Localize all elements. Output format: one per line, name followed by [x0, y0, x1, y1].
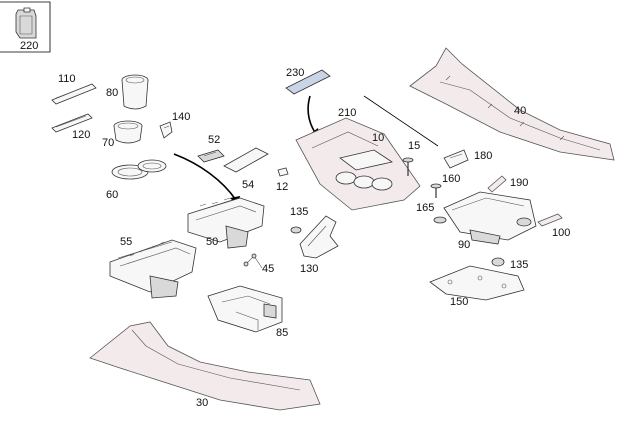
label-135-lower: 135: [510, 259, 528, 271]
label-165: 165: [416, 202, 434, 214]
label-120: 120: [72, 129, 90, 141]
label-52: 52: [208, 134, 220, 146]
part-230-pad: 230: [285, 67, 331, 95]
label-220: 220: [20, 40, 38, 52]
part-160-screw: 160: [430, 173, 460, 198]
part-120-trim-strip: 120: [51, 113, 93, 141]
label-30: 30: [196, 397, 208, 409]
part-52-switch: 52: [197, 134, 225, 163]
label-130: 130: [300, 263, 318, 275]
part-180-clip: 180: [443, 149, 492, 169]
leader-arrow-to-50: [173, 153, 240, 206]
label-45: 45: [262, 263, 274, 275]
label-100: 100: [552, 227, 570, 239]
label-55: 55: [120, 236, 132, 248]
part-130-bracket: 130: [299, 215, 339, 275]
part-135-nut-lower: 135: [491, 257, 528, 271]
part-50-control-unit: 50: [187, 197, 265, 249]
part-150-mounting-plate: 150: [429, 265, 525, 308]
label-70: 70: [102, 137, 114, 149]
label-54: 54: [242, 179, 254, 191]
part-80-cup-insert: 80: [106, 74, 149, 110]
part-220-clip: 220: [0, 1, 51, 53]
label-40: 40: [514, 105, 526, 117]
part-85-bracket: 85: [207, 285, 288, 339]
part-55-control-unit: 55: [109, 236, 197, 299]
label-12: 12: [276, 181, 288, 193]
part-60-cup-holder-ring: 60: [106, 159, 167, 201]
label-180: 180: [474, 150, 492, 162]
part-100-pad: 100: [537, 213, 570, 239]
label-90: 90: [458, 239, 470, 251]
part-30-floor-trim: 30: [89, 321, 321, 411]
label-230: 230: [286, 67, 304, 79]
label-190: 190: [510, 177, 528, 189]
label-80: 80: [106, 87, 118, 99]
label-110: 110: [58, 73, 76, 85]
part-10-console-trim: 10: [295, 117, 421, 211]
part-90-console-housing: 90: [443, 191, 537, 251]
part-70-cup-ring: 70: [102, 120, 143, 149]
part-54-cover: 54: [223, 147, 269, 191]
part-135-nut-upper: 135: [290, 206, 308, 234]
label-210: 210: [338, 107, 356, 119]
part-45-cable: 45: [243, 253, 274, 275]
label-135-upper: 135: [290, 206, 308, 218]
label-50: 50: [206, 236, 218, 248]
label-85: 85: [276, 327, 288, 339]
part-40-side-trim: 40: [409, 47, 615, 161]
part-210-line: 210: [338, 95, 439, 147]
label-60: 60: [106, 189, 118, 201]
label-15: 15: [408, 140, 420, 152]
part-165-nut: 165: [416, 202, 447, 224]
part-140-clip: 140: [159, 111, 190, 139]
label-150: 150: [450, 296, 468, 308]
label-10: 10: [372, 132, 384, 144]
label-160: 160: [442, 173, 460, 185]
part-110-trim-strip: 110: [51, 73, 97, 105]
part-190-pad: 190: [487, 175, 528, 193]
label-140: 140: [172, 111, 190, 123]
part-12-clip: 12: [276, 167, 289, 193]
part-15-screw: 15: [402, 140, 420, 176]
